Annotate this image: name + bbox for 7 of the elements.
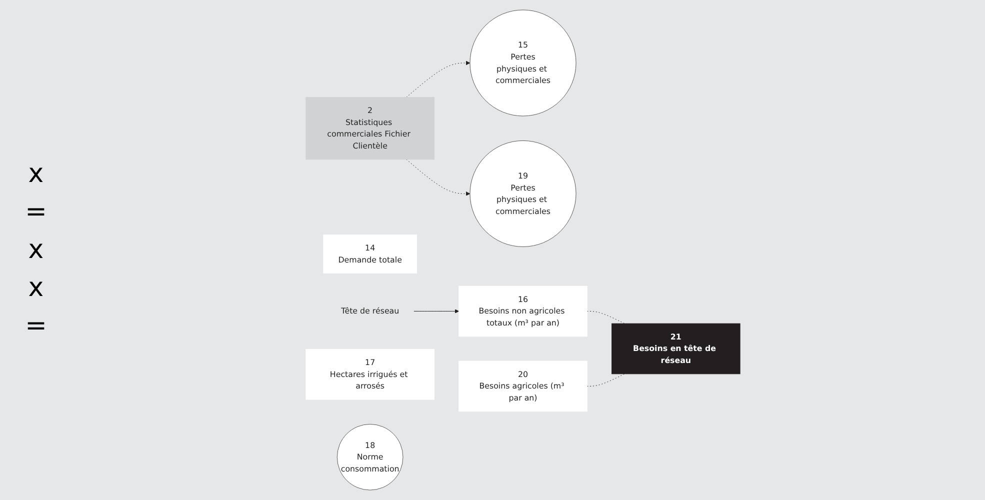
connector [586,310,624,324]
operator-sign: x [28,159,44,189]
operator-sign: = [25,197,47,227]
operator-sign: x [28,235,44,265]
connector [586,374,624,386]
operator-sign: = [25,311,47,341]
operator-sign: x [28,273,44,303]
